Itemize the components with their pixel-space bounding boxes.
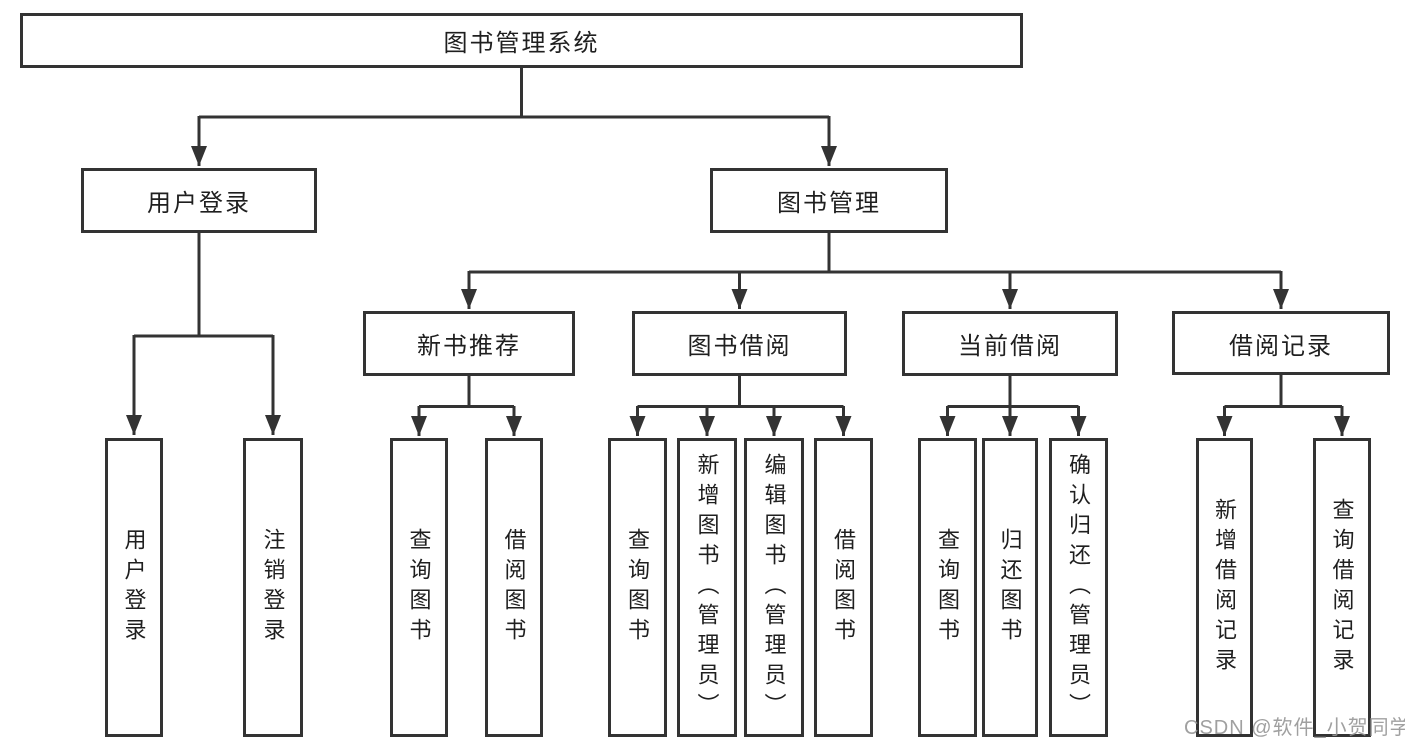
leaf-return-book: 归还图书 [982,438,1038,737]
leaf-add-book-admin: 新增图书（管理员） [677,438,737,737]
leaf-current-query-books: 查询图书 [918,438,977,737]
leaf-recommend-query-books: 查询图书 [390,438,448,737]
leaf-add-borrow-record: 新增借阅记录 [1196,438,1253,737]
leaf-logout-login: 注销登录 [243,438,303,737]
node-current-borrow: 当前借阅 [902,311,1118,376]
leaf-user-login: 用户登录 [105,438,163,737]
node-borrow-records: 借阅记录 [1172,311,1390,375]
leaf-edit-book-admin: 编辑图书（管理员） [744,438,804,737]
node-book-management: 图书管理 [710,168,948,233]
node-library-system: 图书管理系统 [20,13,1023,68]
leaf-borrow-borrow-books: 借阅图书 [814,438,873,737]
leaf-recommend-borrow-books: 借阅图书 [485,438,543,737]
leaf-borrow-query-books: 查询图书 [608,438,667,737]
node-book-borrow: 图书借阅 [632,311,847,376]
node-user-login: 用户登录 [81,168,317,233]
csdn-watermark: CSDN @软件_小贺同学 [1184,717,1405,739]
leaf-query-borrow-record: 查询借阅记录 [1313,438,1371,737]
node-new-book-recommend: 新书推荐 [363,311,575,376]
leaf-confirm-return-admin: 确认归还（管理员） [1049,438,1108,737]
